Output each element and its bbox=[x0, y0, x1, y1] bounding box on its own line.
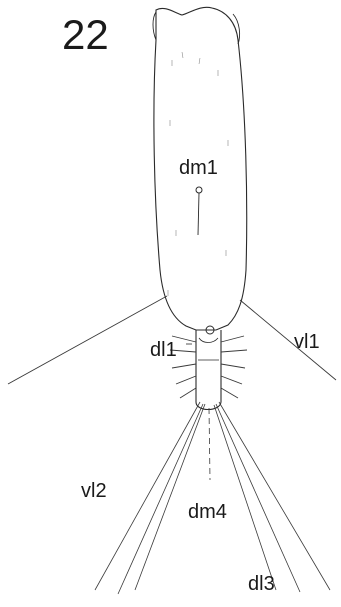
seta-left-long bbox=[8, 296, 167, 384]
terminal-setae bbox=[95, 402, 330, 594]
label-dm4: dm4 bbox=[188, 502, 227, 522]
figure-number: 22 bbox=[62, 14, 109, 56]
siphon-outline bbox=[196, 330, 221, 410]
seta-dm1-socket bbox=[196, 187, 202, 193]
seta-dm4 bbox=[209, 408, 210, 480]
label-dl1: dl1 bbox=[150, 340, 177, 360]
right-lobe bbox=[233, 14, 240, 44]
label-vl2: vl2 bbox=[81, 481, 107, 501]
seta-dm1 bbox=[198, 193, 199, 235]
seta-vl1 bbox=[240, 300, 336, 380]
label-vl1: vl1 bbox=[294, 332, 320, 352]
label-dm1: dm1 bbox=[179, 158, 218, 178]
siphon-inner-2 bbox=[199, 338, 218, 343]
label-dl3: dl3 bbox=[248, 574, 275, 594]
siphon-bristles bbox=[170, 336, 247, 398]
